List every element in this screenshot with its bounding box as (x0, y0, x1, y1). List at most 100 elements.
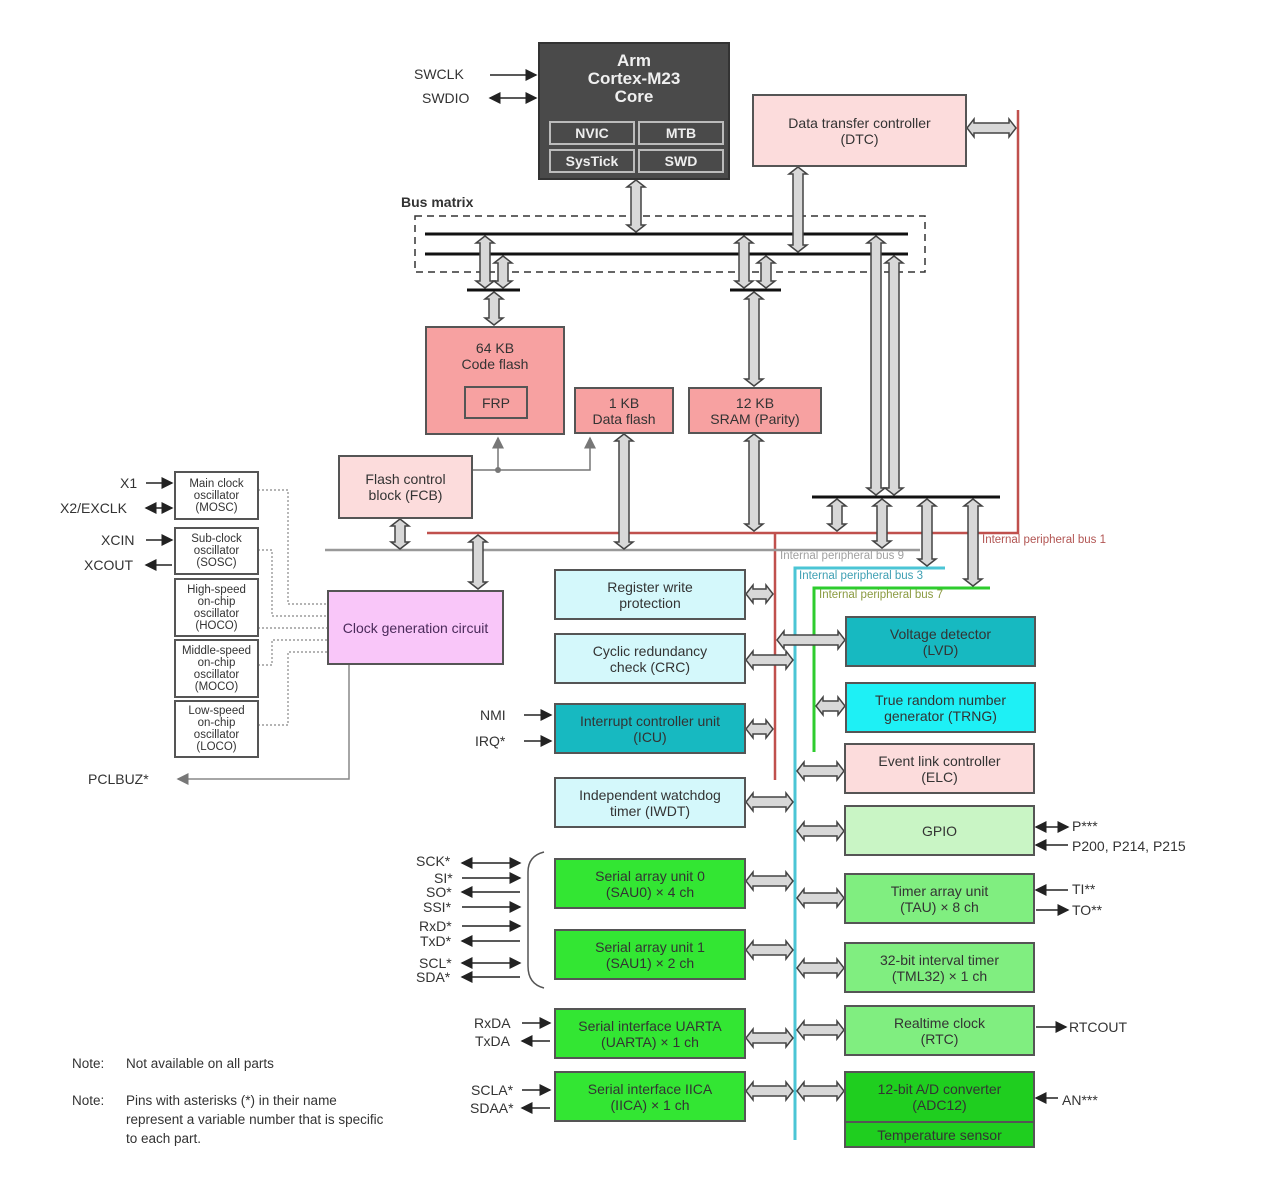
trng-arrow (815, 694, 846, 718)
adc-arrow (796, 1079, 845, 1103)
bridge-bus1-arrow (825, 498, 849, 532)
note-1-key: Note: (72, 1056, 105, 1071)
pclbuz-line (176, 665, 350, 785)
dtc-bus1-arrow (966, 116, 1017, 140)
pin-an: AN*** (1062, 1092, 1098, 1108)
dtc-bus-arrow (786, 166, 810, 253)
pin-rtcout: RTCOUT (1069, 1019, 1128, 1035)
pin-txd: TxD* (420, 933, 452, 949)
iwdt-block[interactable]: Independent watchdog timer (IWDT) (554, 777, 746, 828)
pin-ti: TI** (1072, 881, 1096, 897)
oscillator-hoco[interactable]: High-speed on-chip oscillator (HOCO) (174, 578, 259, 637)
code-flash-label: 64 KB Code flash (461, 340, 529, 372)
internal-peripheral-bus-3-line (793, 566, 945, 1140)
pin-sck: SCK* (416, 853, 451, 869)
gpio-arrow (796, 819, 845, 843)
cgc-bus-arrow (466, 534, 490, 590)
oscillator-connections (258, 489, 330, 726)
pin-ssi: SSI* (423, 899, 452, 915)
dtc-block[interactable]: Data transfer controller (DTC) (752, 94, 967, 167)
code-flash-arrow (482, 291, 506, 326)
pin-x1: X1 (120, 475, 138, 491)
sram-bus-arrow-b (754, 255, 778, 289)
core-title: Arm Cortex-M23 Core (587, 51, 681, 106)
oscillator-moco[interactable]: Middle-speed on-chip oscillator (MOCO) (174, 639, 259, 698)
tau-block[interactable]: Timer array unit (TAU) × 8 ch (844, 873, 1035, 924)
core-cell-swd[interactable]: SWD (638, 149, 724, 173)
sau1-arrow (745, 938, 794, 962)
flash-bus-arrow-a (473, 235, 497, 289)
rwp-arrow (745, 582, 774, 606)
lvd-block[interactable]: Voltage detector (LVD) (845, 616, 1036, 667)
core-cell-systick[interactable]: SysTick (549, 149, 635, 173)
pin-irq: IRQ* (475, 733, 506, 749)
note-1-text: Not available on all parts (126, 1056, 274, 1071)
junction-dot (495, 467, 501, 473)
rtc-block[interactable]: Realtime clock (RTC) (844, 1005, 1035, 1056)
register-write-protection-block[interactable]: Register write protection (554, 569, 746, 620)
oscillator-sosc[interactable]: Sub-clock oscillator (SOSC) (174, 527, 259, 575)
pin-arrows (144, 69, 1070, 1114)
oscillator-mosc[interactable]: Main clock oscillator (MOSC) (174, 471, 259, 520)
bridge-bus3-arrow (915, 498, 939, 567)
fcb-block[interactable]: Flash control block (FCB) (338, 455, 473, 519)
temperature-sensor-block[interactable]: Temperature sensor (846, 1121, 1033, 1146)
pin-swclk: SWCLK (414, 66, 464, 82)
core-cell-nvic[interactable]: NVIC (549, 121, 635, 145)
icu-block[interactable]: Interrupt controller unit (ICU) (554, 703, 746, 754)
fcb-bus-arrow (388, 518, 412, 550)
elc-arrow (796, 759, 845, 783)
icu-arrow (745, 717, 774, 741)
crc-arrow (745, 648, 794, 672)
bus-matrix-boundary (414, 215, 926, 273)
sau0-block[interactable]: Serial array unit 0 (SAU0) × 4 ch (554, 858, 746, 909)
note-1: Note: Not available on all parts (72, 1054, 402, 1074)
adc12-label: 12-bit A/D converter (ADC12) (877, 1081, 1002, 1113)
pin-xcin: XCIN (101, 532, 135, 548)
pin-scl: SCL* (419, 955, 452, 971)
sram-bus1-arrow (742, 433, 766, 532)
iica-arrow (745, 1079, 794, 1103)
bridge-arrow-b (882, 255, 906, 496)
bridge-arrow-a (864, 235, 888, 496)
frp-block[interactable]: FRP (464, 386, 528, 419)
bus-label-1: Internal peripheral bus 1 (982, 534, 1107, 546)
pin-si: SI* (434, 870, 453, 886)
tml32-block[interactable]: 32-bit interval timer (TML32) × 1 ch (844, 942, 1035, 993)
sram-block[interactable]: 12 KB SRAM (Parity) (688, 387, 822, 434)
sram-bus-arrow-a (732, 235, 756, 289)
iica-block[interactable]: Serial interface IICA (IICA) × 1 ch (554, 1071, 746, 1122)
clock-generation-circuit-block[interactable]: Clock generation circuit (327, 590, 504, 665)
data-flash-arrow (612, 433, 636, 550)
fcb-to-code-flash-line (472, 436, 504, 471)
rtc-arrow (796, 1018, 845, 1042)
pin-to: TO** (1072, 902, 1103, 918)
gpio-block[interactable]: GPIO (844, 805, 1035, 856)
elc-block[interactable]: Event link controller (ELC) (844, 743, 1035, 794)
uarta-arrow (745, 1026, 794, 1050)
pin-rxd: RxD* (419, 918, 452, 934)
crc-block[interactable]: Cyclic redundancy check (CRC) (554, 633, 746, 684)
note-2: Note: Pins with asterisks (*) in their n… (72, 1091, 402, 1151)
pin-rxda: RxDA (474, 1015, 511, 1031)
bridge-bus9-arrow (870, 498, 894, 549)
internal-peripheral-bus-7-line (812, 586, 990, 752)
uarta-block[interactable]: Serial interface UARTA (UARTA) × 1 ch (554, 1008, 746, 1059)
fcb-to-data-flash-line (498, 436, 596, 471)
pin-nmi: NMI (480, 707, 506, 723)
tau-arrow (796, 886, 845, 910)
note-2-key: Note: (72, 1093, 105, 1108)
adc12-block[interactable]: 12-bit A/D converter (ADC12) Temperature… (844, 1071, 1035, 1148)
oscillator-loco[interactable]: Low-speed on-chip oscillator (LOCO) (174, 700, 259, 758)
pin-p: P*** (1072, 818, 1098, 834)
sau1-block[interactable]: Serial array unit 1 (SAU1) × 2 ch (554, 929, 746, 980)
pin-so: SO* (426, 884, 452, 900)
lvd-arrow (776, 628, 846, 652)
pin-pclbuz: PCLBUZ* (88, 771, 149, 787)
bridge-bus7-arrow (961, 498, 985, 587)
trng-block[interactable]: True random number generator (TRNG) (845, 682, 1036, 733)
data-flash-block[interactable]: 1 KB Data flash (574, 387, 674, 434)
core-cell-mtb[interactable]: MTB (638, 121, 724, 145)
note-2-text: Pins with asterisks (*) in their name re… (126, 1093, 384, 1146)
pin-p200-p214-p215: P200, P214, P215 (1072, 838, 1186, 854)
